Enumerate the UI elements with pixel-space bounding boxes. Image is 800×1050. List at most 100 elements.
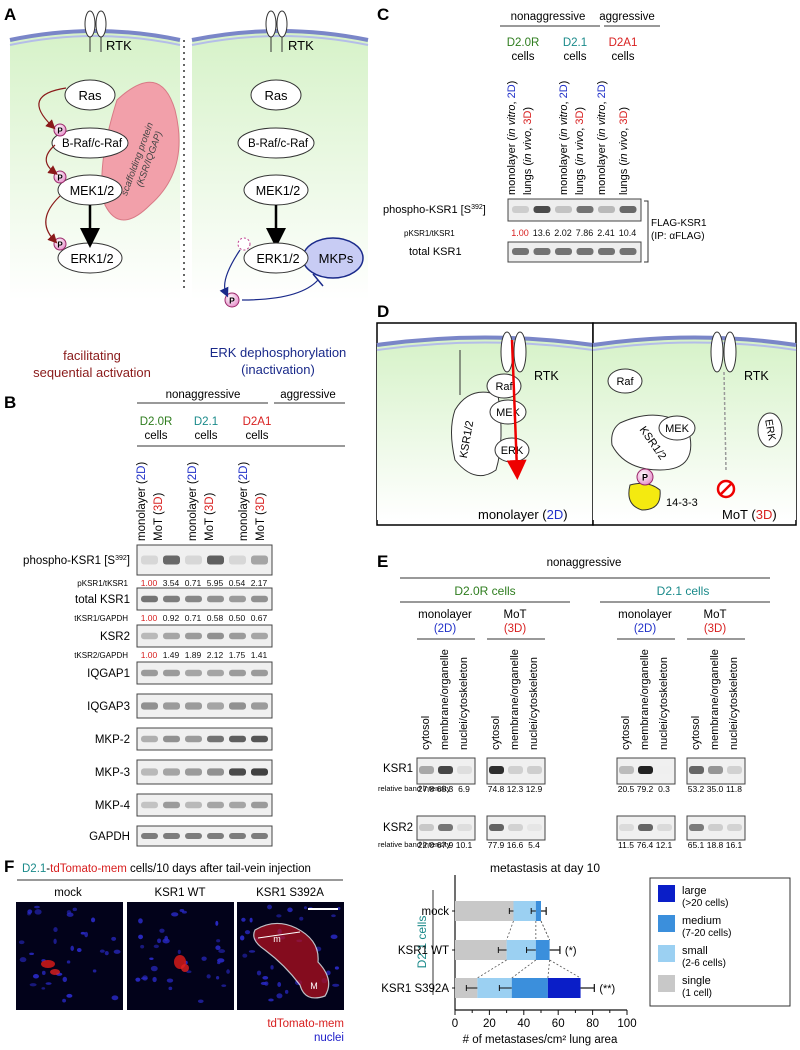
c-cell-d20r: D2.0R: [507, 37, 540, 49]
legend-swatch: [658, 945, 675, 962]
b-ratio-value: 3.54: [163, 578, 180, 588]
panel-e-letter: E: [377, 552, 388, 571]
e-band: [619, 824, 634, 831]
flag-ip-label: (IP: αFLAG): [651, 231, 705, 242]
c-band: [576, 206, 594, 213]
connector-line: [511, 959, 537, 979]
c-ratio-value: 2.02: [554, 228, 572, 238]
b-band: [251, 768, 268, 776]
b-band: [207, 702, 224, 710]
bar-segment-large: [547, 978, 581, 998]
e-value: 65.3: [437, 784, 454, 794]
b-blot-label: IQGAP1: [87, 668, 130, 680]
b-blot: [136, 793, 273, 817]
e-band: [508, 824, 523, 831]
panel-c: C nonaggressive aggressive D2.0R cells D…: [377, 5, 707, 263]
e-condition: MoT: [504, 609, 527, 621]
b-cells-label: cells: [245, 430, 268, 442]
e-fraction-label: membrane/organelle: [439, 649, 451, 750]
b-band: [163, 669, 180, 677]
b-blot: [136, 624, 273, 648]
e-band: [527, 824, 542, 831]
x-tick-label: 0: [452, 1018, 458, 1030]
e-band: [689, 824, 704, 831]
e-value: 22.0: [418, 840, 435, 850]
e-value: 16.1: [726, 840, 743, 850]
e-band: [457, 766, 472, 774]
legend-entry-detail: (2-6 cells): [682, 958, 726, 969]
b-ratio-value: 1.41: [251, 650, 268, 660]
p-icon: P: [642, 473, 648, 483]
b-blot: [136, 727, 273, 751]
chart-xlabel: # of metastases/cm² lung area: [463, 1034, 618, 1046]
c-band: [598, 248, 615, 255]
c-band: [555, 248, 572, 255]
c-blot-label-phospho: phospho-KSR1 [S392]: [383, 204, 486, 216]
c-band: [555, 206, 572, 213]
c-cell-d2a1: D2A1: [609, 37, 638, 49]
e-value: 12.9: [526, 784, 543, 794]
c-ratio-value: 10.4: [619, 228, 637, 238]
c-cell-d21: D2.1: [563, 37, 587, 49]
e-fraction-label: nuclei/cytoskeleton: [528, 657, 540, 750]
bar-segment-medium: [511, 978, 548, 998]
c-lane-label: lungs (in vivo, 3D): [618, 107, 630, 195]
e-condition-tag: (2D): [434, 623, 457, 635]
c-cells-label: cells: [563, 51, 586, 63]
b-band: [163, 702, 180, 710]
e-value: 77.9: [488, 840, 505, 850]
b-band: [141, 702, 158, 710]
e-fraction-label: nuclei/cytoskeleton: [728, 657, 740, 750]
b-band: [251, 555, 268, 565]
e-fraction-label: membrane/organelle: [509, 649, 521, 750]
category-label: mock: [422, 906, 450, 918]
b-ratio-value: 0.71: [185, 613, 202, 623]
e-band: [638, 766, 653, 774]
panel-b: B nonaggressive aggressive D2.0R cells D…: [4, 389, 345, 847]
bar-segment-medium: [535, 940, 550, 960]
b-band: [251, 801, 268, 809]
e-value: 11.5: [618, 840, 634, 850]
e-band: [619, 766, 634, 774]
e-fraction-label: cytosol: [420, 716, 432, 750]
ras-node: Ras: [264, 88, 288, 103]
e-condition: MoT: [704, 609, 727, 621]
connector-line: [547, 959, 550, 979]
panel-d: D RTK KSR1/2 Raf MEK ERK monolayer (2D) …: [376, 302, 797, 526]
connector-line: [540, 920, 550, 941]
e-band: [527, 766, 542, 774]
b-ratio-label: tKSR2/GAPDH: [74, 651, 128, 660]
b-cells-label: cells: [194, 430, 217, 442]
c-band: [576, 248, 594, 255]
panel-a: A RTK scaffolding protein (KSR/IQGAP) Ra…: [4, 5, 369, 380]
e-value: 20.5: [618, 784, 635, 794]
c-band: [512, 248, 529, 255]
f-legend-blue: nuclei: [314, 1032, 344, 1044]
b-band: [251, 632, 268, 640]
b-blot-label: IQGAP3: [87, 701, 130, 713]
c-blot-total: [507, 241, 642, 263]
b-band: [185, 735, 202, 743]
e-value: 11.8: [726, 784, 742, 794]
e-band: [727, 766, 742, 774]
b-band: [185, 595, 202, 603]
f-label-M: M: [310, 981, 318, 991]
f-img-label-s392a: KSR1 S392A: [256, 887, 324, 899]
e-band: [489, 824, 504, 831]
c-lane-label: lungs (in vivo, 3D): [574, 107, 586, 195]
b-ratio-value: 1.00: [141, 650, 158, 660]
significance-label: (**): [599, 983, 615, 995]
e-band: [419, 824, 434, 831]
b-band: [185, 555, 202, 565]
rtk-label: RTK: [106, 38, 132, 53]
connector-line: [477, 959, 507, 979]
e-fraction-label: cytosol: [620, 716, 632, 750]
c-group-aggressive: aggressive: [599, 11, 655, 23]
e-value: 65.1: [688, 840, 705, 850]
significance-label: (*): [565, 945, 577, 957]
b-band: [141, 735, 158, 743]
e-value: 74.8: [488, 784, 505, 794]
